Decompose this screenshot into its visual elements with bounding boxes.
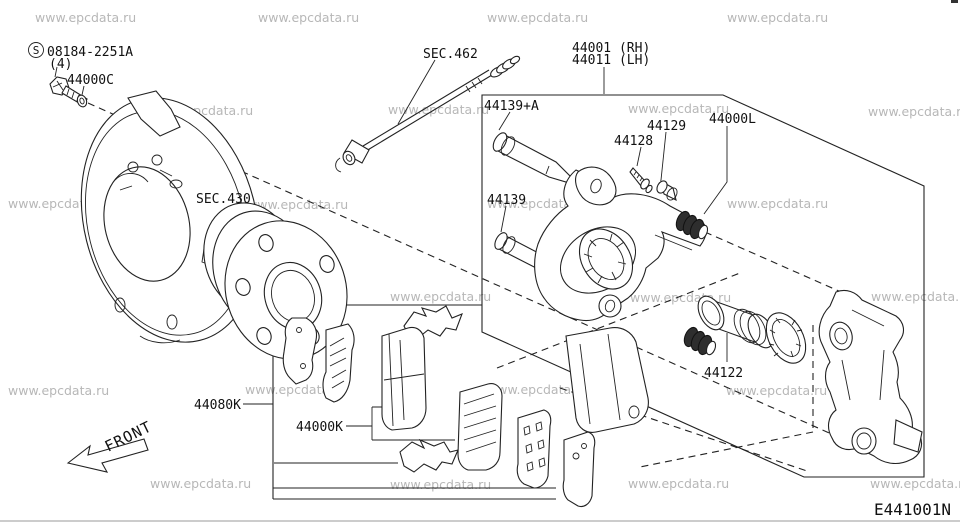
label-washer: 44000C: [67, 73, 114, 88]
watermark: www.epcdata.ru: [390, 289, 491, 304]
page-corner-mark: [951, 0, 958, 3]
watermark: www.epcdata.ru: [727, 10, 828, 25]
watermark: www.epcdata.ru: [868, 104, 960, 119]
watermark: www.epcdata.ru: [247, 197, 348, 212]
watermark: www.epcdata.ru: [390, 477, 491, 492]
watermark: www.epcdata.ru: [150, 476, 251, 491]
washer-drawing: [76, 94, 88, 108]
bleeder-screw-drawing: [629, 167, 653, 194]
label-piston: 44122: [704, 366, 743, 381]
label-hardware-kit: 44080K: [194, 398, 241, 413]
lower-pin-boot-drawing: [683, 326, 717, 356]
hub-drawing: [203, 202, 348, 360]
label-bolt-part-number: 08184-2251A: [47, 45, 133, 60]
watermark: www.epcdata.ru: [871, 289, 960, 304]
label-slide-pin-upper: 44139+A: [484, 99, 539, 114]
label-caliper-assy: 44000L: [709, 112, 756, 127]
watermark: www.epcdata.ru: [628, 476, 729, 491]
label-sec462: SEC.462: [423, 47, 478, 62]
label-pad-kit: 44000K: [296, 420, 343, 435]
watermark: www.epcdata.ru: [870, 476, 960, 491]
watermark: www.epcdata.ru: [628, 101, 729, 116]
watermark: www.epcdata.ru: [388, 102, 489, 117]
watermark: www.epcdata.ru: [726, 383, 827, 398]
watermark: www.epcdata.ru: [487, 196, 588, 211]
piston-drawing: [697, 295, 775, 349]
pad-shim-drawings: [282, 305, 649, 508]
watermark: www.epcdata.ru: [8, 383, 109, 398]
dashed-relation-lines: [87, 102, 873, 473]
front-arrow: FRONT: [66, 417, 155, 473]
label-bolt-quantity: (4): [49, 57, 72, 72]
group-box-caliper: [481, 94, 925, 478]
watermark: www.epcdata.ru: [487, 382, 588, 397]
label-sec430: SEC.430: [196, 192, 251, 207]
label-bleeder-screw: 44128: [614, 134, 653, 149]
upper-pin-boot-drawing: [675, 210, 709, 240]
label-caliper-lh: 44011 (LH): [572, 53, 650, 68]
part-labels: S 08184-2251A (4) 44000C SEC.462 SEC.430…: [28, 41, 951, 519]
drawing-code: E441001N: [874, 500, 951, 519]
watermark: www.epcdata.ru: [487, 10, 588, 25]
watermark: www.epcdata.ru: [35, 10, 136, 25]
bleeder-cap-drawing: [656, 179, 678, 202]
label-slide-pin-lower: 44139: [487, 193, 526, 208]
watermark: www.epcdata.ru: [245, 382, 346, 397]
hose-drawing: [335, 55, 521, 173]
watermark: www.epcdata.ru: [258, 10, 359, 25]
bracket-drawing: [818, 289, 923, 465]
leader-lines: [54, 59, 728, 464]
watermark-layer: www.epcdata.ru www.epcdata.ru www.epcdat…: [8, 10, 960, 492]
label-bleeder-cap: 44129: [647, 119, 686, 134]
bolt-symbol-circle: [28, 42, 44, 58]
watermark: www.epcdata.ru: [727, 196, 828, 211]
piston-seal-drawing: [765, 312, 807, 364]
label-caliper-rh: 44001 (RH): [572, 41, 650, 56]
caliper-drawing: [534, 166, 707, 322]
label-bolt-symbol: S: [33, 44, 40, 57]
